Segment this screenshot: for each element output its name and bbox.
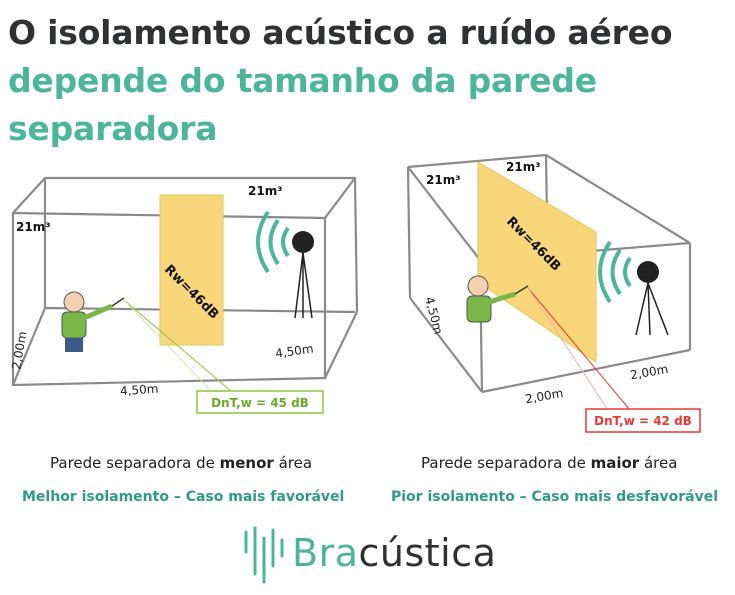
right-box-top-left bbox=[407, 166, 481, 261]
title-line-3: separadora bbox=[8, 109, 218, 148]
logo-wordmark: Bracústica bbox=[292, 531, 497, 575]
right-speaker bbox=[598, 240, 669, 336]
right-volume-1: 21m³ bbox=[426, 173, 460, 187]
left-box-bottom-right bbox=[324, 311, 358, 379]
right-box-top-right bbox=[545, 154, 691, 244]
left-speaker bbox=[256, 210, 314, 319]
left-result-box bbox=[196, 390, 324, 414]
right-result: DnT,w = 42 dB bbox=[594, 414, 692, 428]
left-dim-height: 2,00m bbox=[9, 330, 29, 370]
left-result: DnT,w = 45 dB bbox=[211, 396, 309, 410]
title-line-1: O isolamento acústico a ruído aéreo bbox=[8, 13, 673, 52]
right-box-back-left-edge bbox=[406, 166, 412, 299]
right-wall bbox=[477, 161, 597, 363]
right-dim-width-1: 2,00m bbox=[524, 386, 564, 406]
left-box-top-right bbox=[324, 177, 356, 219]
logo-icon bbox=[244, 526, 284, 584]
right-result-box bbox=[585, 408, 701, 433]
title-line-2: depende do tamanho da parede bbox=[8, 61, 597, 100]
right-box-top-back bbox=[407, 153, 547, 169]
left-volume-1: 21m³ bbox=[16, 220, 50, 234]
right-volume-2: 21m³ bbox=[506, 160, 540, 174]
left-person-figure bbox=[61, 291, 125, 352]
left-wall bbox=[159, 194, 224, 346]
right-caption: Parede separadora de maior área bbox=[421, 454, 678, 472]
right-box-floor-left bbox=[409, 297, 483, 393]
left-volume-2: 21m³ bbox=[248, 184, 282, 198]
left-subcaption: Melhor isolamento – Caso mais favorável bbox=[22, 489, 345, 505]
left-dim-width: 4,50m bbox=[120, 382, 159, 399]
left-box-back bbox=[12, 176, 359, 313]
left-caption: Parede separadora de menor área bbox=[50, 454, 313, 472]
left-box-bottom-left bbox=[11, 307, 47, 386]
right-dim-height: 4,50m bbox=[422, 295, 445, 336]
left-dim-depth: 4,50m bbox=[274, 341, 314, 360]
right-dim-width-2: 2,00m bbox=[629, 362, 669, 382]
right-person-figure bbox=[466, 275, 529, 323]
right-box-floor-front bbox=[481, 348, 691, 394]
right-subcaption: Pior isolamento – Caso mais desfavorável bbox=[391, 489, 719, 505]
